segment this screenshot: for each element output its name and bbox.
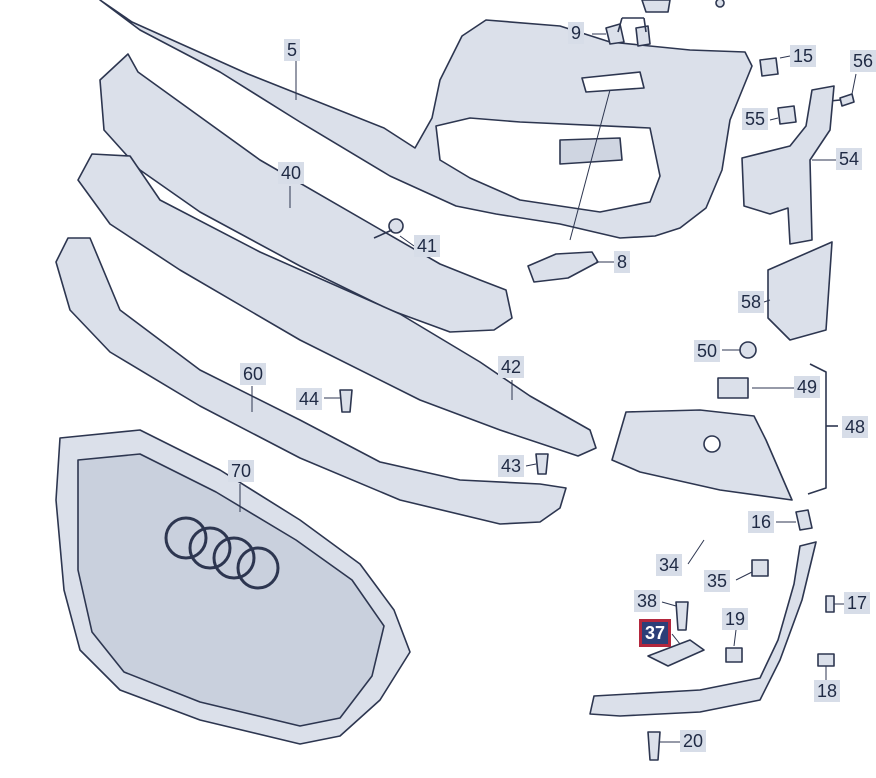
sensor-hole — [703, 435, 721, 453]
leader-19 — [733, 629, 737, 647]
clip-top-2 — [715, 0, 725, 8]
callout-19[interactable]: 19 — [722, 608, 749, 630]
clip-15 — [759, 57, 779, 77]
callout-37-highlighted[interactable]: 37 — [638, 619, 672, 647]
callout-35[interactable]: 35 — [704, 570, 731, 592]
bracket-54 — [741, 85, 835, 245]
clip-9c — [617, 17, 647, 33]
clip-55 — [777, 105, 797, 125]
callout-49[interactable]: 49 — [794, 376, 821, 398]
callout-42[interactable]: 42 — [498, 356, 525, 378]
callout-17[interactable]: 17 — [844, 592, 871, 614]
trim-grille-48 — [611, 409, 793, 501]
leader-58 — [763, 299, 771, 303]
clip-9 — [605, 23, 625, 45]
callout-5[interactable]: 5 — [284, 39, 301, 61]
screw-38 — [675, 601, 689, 631]
callout-56[interactable]: 56 — [850, 50, 876, 72]
callout-38[interactable]: 38 — [634, 590, 661, 612]
ring-1 — [164, 516, 208, 560]
callout-8[interactable]: 8 — [614, 251, 631, 273]
spoiler-60 — [55, 237, 567, 525]
sensor-50 — [739, 341, 757, 359]
screw-20 — [647, 731, 661, 761]
leader-55 — [769, 117, 779, 121]
screw-41-head — [388, 218, 404, 234]
tow-eye-opening — [581, 71, 645, 93]
callout-20[interactable]: 20 — [680, 730, 707, 752]
bracket-37 — [647, 639, 705, 667]
clip-9b — [635, 25, 651, 47]
callout-48[interactable]: 48 — [842, 416, 869, 438]
screw-17 — [825, 595, 835, 613]
leader-35 — [735, 571, 753, 581]
clip-35 — [751, 559, 769, 577]
callout-58[interactable]: 58 — [738, 291, 765, 313]
callout-70[interactable]: 70 — [228, 460, 255, 482]
callout-60[interactable]: 60 — [240, 363, 267, 385]
callout-50[interactable]: 50 — [694, 340, 721, 362]
screw-41-shank — [373, 229, 393, 239]
holder-49 — [717, 377, 749, 399]
nut-18 — [817, 653, 835, 667]
leader-43 — [525, 463, 537, 467]
callout-15[interactable]: 15 — [790, 45, 817, 67]
callout-18[interactable]: 18 — [814, 680, 841, 702]
bolt-43 — [535, 453, 549, 475]
callout-43[interactable]: 43 — [498, 455, 525, 477]
ring-2 — [188, 526, 232, 570]
cover-8 — [527, 251, 599, 283]
trim-58 — [767, 241, 833, 341]
ring-4 — [236, 546, 280, 590]
bracket-48 — [807, 363, 827, 495]
clip-19 — [725, 647, 743, 663]
ring-3 — [212, 536, 256, 580]
callout-34[interactable]: 34 — [656, 554, 683, 576]
callout-41[interactable]: 41 — [414, 235, 441, 257]
leader-38 — [661, 601, 677, 607]
leader-34 — [687, 539, 705, 565]
callout-9[interactable]: 9 — [568, 22, 585, 44]
callout-55[interactable]: 55 — [742, 108, 769, 130]
grille-frame-42 — [77, 153, 597, 457]
leader-15 — [779, 55, 791, 59]
clip-top — [641, 0, 671, 13]
leader-56 — [851, 73, 857, 95]
grille-inner — [77, 453, 385, 727]
callout-54[interactable]: 54 — [836, 148, 863, 170]
clip-16 — [795, 509, 813, 531]
leader-8 — [569, 89, 611, 241]
callout-16[interactable]: 16 — [748, 511, 775, 533]
leader-41 — [399, 235, 415, 247]
fog-light-opening — [559, 137, 623, 165]
leader-37 — [671, 633, 681, 645]
callout-44[interactable]: 44 — [296, 388, 323, 410]
bolt-44 — [339, 389, 353, 413]
side-trim-34 — [589, 541, 817, 717]
carrier-40 — [99, 53, 513, 333]
callout-40[interactable]: 40 — [278, 162, 305, 184]
